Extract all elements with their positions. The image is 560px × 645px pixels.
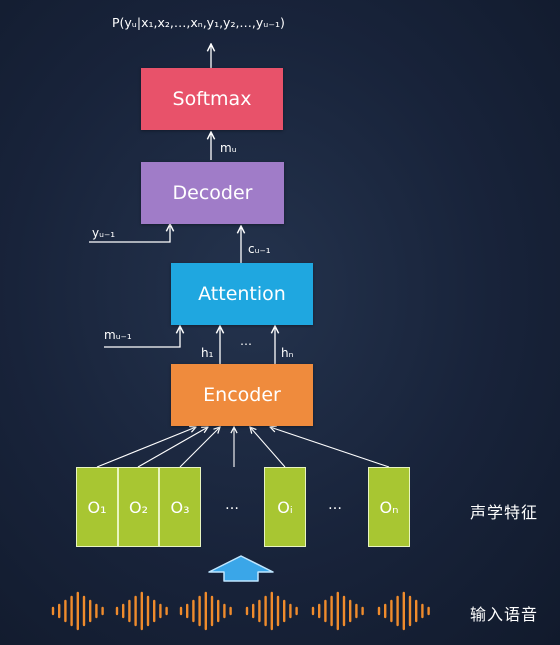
arrow-prev-state-to-attention [104, 326, 180, 348]
feature-on: Oₙ [368, 467, 410, 547]
label-m-u: mᵤ [220, 141, 237, 155]
feature-o1: O₁ [76, 467, 118, 547]
feature-o2: O₂ [118, 467, 159, 547]
speech-waveform [51, 591, 430, 631]
feature-oi: Oᵢ [264, 467, 306, 547]
input-up-arrow [208, 555, 274, 582]
label-h-n: hₙ [281, 346, 294, 360]
decoder-block: Decoder [141, 162, 284, 224]
label-h-1: h₁ [201, 346, 214, 360]
attention-block: Attention [171, 263, 313, 325]
label-y-prev: yᵤ₋₁ [92, 226, 116, 240]
feature-dots-1: … [225, 497, 239, 513]
arrow-feature-n-to-encoder [270, 427, 390, 468]
encoder-block: Encoder [171, 364, 313, 426]
arrow-feature-2-to-encoder [137, 427, 208, 468]
label-h-dots: … [240, 334, 252, 348]
feature-dots-2: … [328, 497, 342, 513]
arrow-prev-output-to-decoder [89, 224, 170, 243]
arrow-feature-i-to-encoder [250, 427, 286, 468]
feature-o3: O₃ [159, 467, 201, 547]
input-speech-label: 输入语音 [470, 605, 539, 624]
arrow-feature-1-to-encoder [96, 427, 196, 468]
output-probability: P(yᵤ|x₁,x₂,…,xₙ,y₁,y₂,…,yᵤ₋₁) [112, 15, 285, 30]
acoustic-features-label: 声学特征 [470, 503, 539, 522]
label-c-prev: cᵤ₋₁ [248, 242, 271, 256]
arrow-feature-3-to-encoder [179, 427, 220, 468]
softmax-block: Softmax [141, 68, 283, 130]
label-m-prev: mᵤ₋₁ [104, 328, 132, 342]
